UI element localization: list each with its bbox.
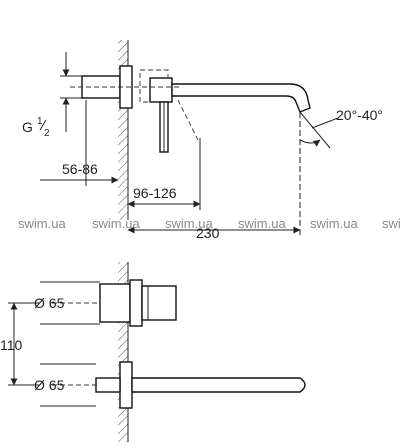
- wall-hatch-bottom: [118, 262, 128, 442]
- angle-ray: [299, 111, 331, 149]
- watermark-text: swim.ua: [165, 216, 213, 231]
- spout-front: [131, 377, 306, 393]
- diameter-top: Ø 65: [34, 295, 65, 311]
- spout-plate: [119, 361, 133, 409]
- spout-arm: [171, 83, 311, 113]
- watermark-row: swim.ua swim.ua swim.ua swim.ua swim.ua …: [18, 216, 401, 231]
- thread-denominator: 2: [44, 128, 50, 139]
- watermark-text: swi: [382, 216, 401, 231]
- spout-base: [149, 77, 173, 103]
- dim-wall-range: 56-86: [62, 161, 98, 177]
- angle-label: 20°-40°: [336, 107, 383, 123]
- handle-body: [141, 285, 177, 321]
- wall-hatch-top: [118, 40, 128, 220]
- watermark-text: swim.ua: [310, 216, 358, 231]
- watermark-text: swim.ua: [18, 216, 66, 231]
- dim-center-distance: 110: [0, 337, 23, 353]
- dim-spout-length: 230: [196, 225, 220, 241]
- handle-plate: [129, 279, 143, 327]
- thread-label: G: [22, 119, 33, 135]
- thread-numerator: 1: [37, 116, 43, 127]
- handle-rosette: [99, 283, 131, 323]
- lever-swing-line: [177, 99, 199, 141]
- front-view: Ø 65 Ø 65 110: [0, 262, 306, 442]
- side-view: G 1 2 20°-40° 56-86 96-126 230: [22, 40, 383, 241]
- angle-arc: [299, 139, 321, 147]
- diameter-bottom: Ø 65: [34, 377, 65, 393]
- dim-lever-range: 96-126: [133, 185, 177, 201]
- watermark-text: swim.ua: [238, 216, 286, 231]
- watermark-text: swim.ua: [92, 216, 140, 231]
- spout-rear-stub: [95, 377, 121, 393]
